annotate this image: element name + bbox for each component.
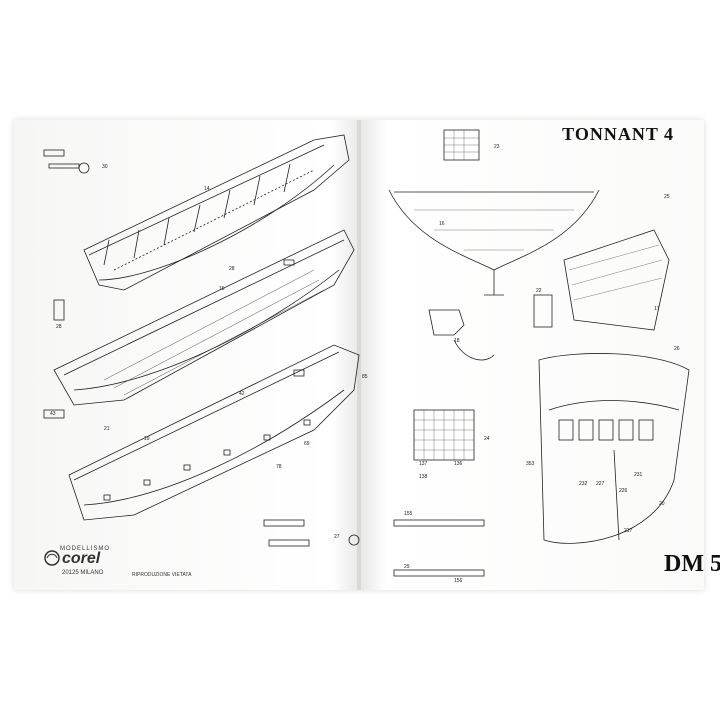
brand-name: corel (62, 550, 101, 567)
part-label: 232 (579, 481, 588, 487)
part-label: 136 (454, 461, 463, 467)
part-label: 28 (229, 266, 235, 272)
part-label: 156 (454, 578, 463, 584)
part-label: 78 (276, 464, 282, 470)
left-page (14, 120, 359, 590)
part-label: 85 (362, 374, 368, 380)
figure-label-19: 19 (144, 436, 150, 442)
brand-logo: MODELLISMO corel 20125 MILANO (44, 544, 124, 582)
figure-label-26: 26 (674, 346, 680, 352)
fittings-drawings (393, 294, 553, 577)
right-page (359, 120, 704, 590)
part-label: 43 (50, 411, 56, 417)
figure-label-21: 21 (104, 426, 110, 432)
figure-label-23: 23 (494, 144, 500, 150)
hull-skeleton-drawing (83, 134, 350, 291)
figure-label-29: 29 (404, 564, 410, 570)
brand-city: 20125 MILANO (62, 570, 104, 576)
ship-drawings: 14 15 16 17 18 19 20 21 22 23 24 25 26 2… (43, 129, 690, 584)
copyright-notice: RIPRODUZIONE VIETATA (132, 572, 192, 578)
figure-label-18: 18 (454, 338, 460, 344)
brand-top-text: MODELLISMO (60, 546, 111, 552)
instruction-sheet: TONNANT 4 DM 5 (14, 120, 720, 590)
stern-planking-drawing (563, 229, 670, 331)
hull-with-gunports-drawing (68, 344, 360, 521)
part-label: 138 (419, 474, 428, 480)
figure-label-28: 28 (56, 324, 62, 330)
part-label: 42 (239, 391, 245, 397)
figure-label-14: 14 (204, 186, 210, 192)
part-label: 231 (634, 472, 643, 478)
part-label: 227 (596, 481, 605, 487)
figure-label-24: 24 (484, 436, 490, 442)
figure-label-17: 17 (654, 306, 660, 312)
part-label: 69 (304, 441, 310, 447)
sheet-title: TONNANT 4 (562, 124, 674, 144)
small-part-details-left (43, 149, 360, 547)
hull-cross-section-drawing (388, 129, 600, 296)
figure-label-15: 15 (219, 286, 225, 292)
planked-hull-drawing (53, 229, 355, 406)
figure-label-30: 30 (102, 164, 108, 170)
part-label: 226 (619, 488, 628, 494)
figure-label-16: 16 (439, 221, 445, 227)
figure-label-25: 25 (664, 194, 670, 200)
figure-label-22: 22 (536, 288, 542, 294)
part-label: 137 (419, 461, 428, 467)
figure-label-20: 20 (659, 501, 665, 507)
part-label: 155 (404, 511, 413, 517)
figure-label-27: 27 (334, 534, 340, 540)
corel-logo-icon (44, 550, 60, 566)
part-label: 217 (624, 528, 633, 534)
sheet-code: DM 5 (664, 551, 720, 577)
part-label: 353 (526, 461, 535, 467)
stern-windows-drawing (538, 353, 690, 544)
